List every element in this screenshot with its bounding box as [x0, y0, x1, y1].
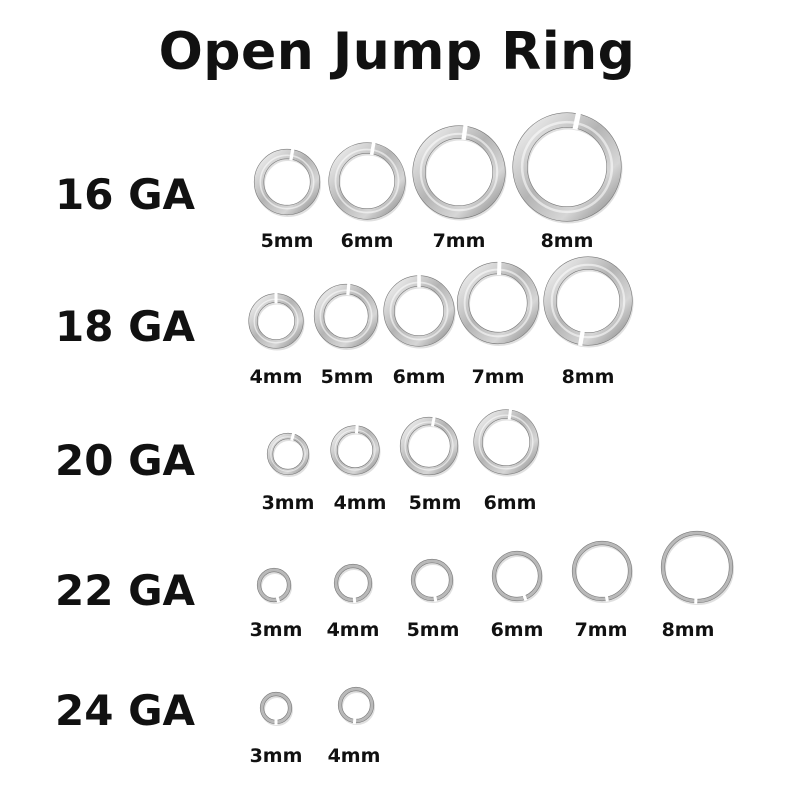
gauge-label-20: 20 GA: [55, 436, 196, 485]
size-label: 4mm: [327, 745, 381, 767]
jump-ring-1-3: [456, 260, 540, 346]
size-label: 5mm: [260, 230, 314, 252]
jump-ring-3-1: [333, 563, 373, 604]
size-label: 8mm: [540, 230, 594, 252]
size-label: 6mm: [340, 230, 394, 252]
jump-ring-1-2: [383, 274, 456, 349]
size-label: 4mm: [333, 492, 387, 514]
jump-ring-0-2: [412, 124, 507, 221]
jump-ring-2-3: [473, 408, 540, 477]
size-label: 7mm: [432, 230, 486, 252]
size-label: 5mm: [406, 619, 460, 641]
size-label: 8mm: [661, 619, 715, 641]
jump-ring-4-1: [337, 686, 375, 725]
gauge-label-24: 24 GA: [55, 686, 196, 735]
jump-ring-3-3: [491, 550, 543, 603]
jump-ring-0-3: [512, 112, 623, 224]
size-label: 6mm: [483, 492, 537, 514]
size-label: 5mm: [408, 492, 462, 514]
gauge-label-16: 16 GA: [55, 170, 196, 219]
page-title: Open Jump Ring: [158, 22, 636, 82]
jump-ring-3-2: [410, 558, 454, 603]
jump-ring-2-2: [399, 416, 459, 477]
jump-ring-3-4: [571, 540, 633, 603]
gauge-label-22: 22 GA: [55, 566, 196, 615]
jump-ring-4-0: [259, 691, 293, 726]
jump-ring-1-1: [313, 282, 379, 350]
size-label: 7mm: [574, 619, 628, 641]
size-label: 8mm: [561, 366, 615, 388]
size-label: 7mm: [471, 366, 525, 388]
jump-ring-1-0: [248, 292, 305, 351]
size-label: 3mm: [249, 745, 303, 767]
jump-ring-3-5: [660, 530, 734, 605]
jump-ring-1-4: [543, 256, 634, 348]
size-label: 6mm: [490, 619, 544, 641]
jump-ring-2-1: [330, 424, 381, 477]
gauge-label-18: 18 GA: [55, 302, 196, 351]
size-label: 3mm: [249, 619, 303, 641]
size-label: 4mm: [249, 366, 303, 388]
size-label: 6mm: [392, 366, 446, 388]
jump-ring-0-1: [328, 141, 407, 222]
size-label: 4mm: [326, 619, 380, 641]
jump-ring-3-0: [256, 567, 292, 604]
size-label: 3mm: [261, 492, 315, 514]
jump-ring-0-0: [253, 148, 321, 217]
jump-ring-2-0: [266, 432, 310, 477]
size-label: 5mm: [320, 366, 374, 388]
